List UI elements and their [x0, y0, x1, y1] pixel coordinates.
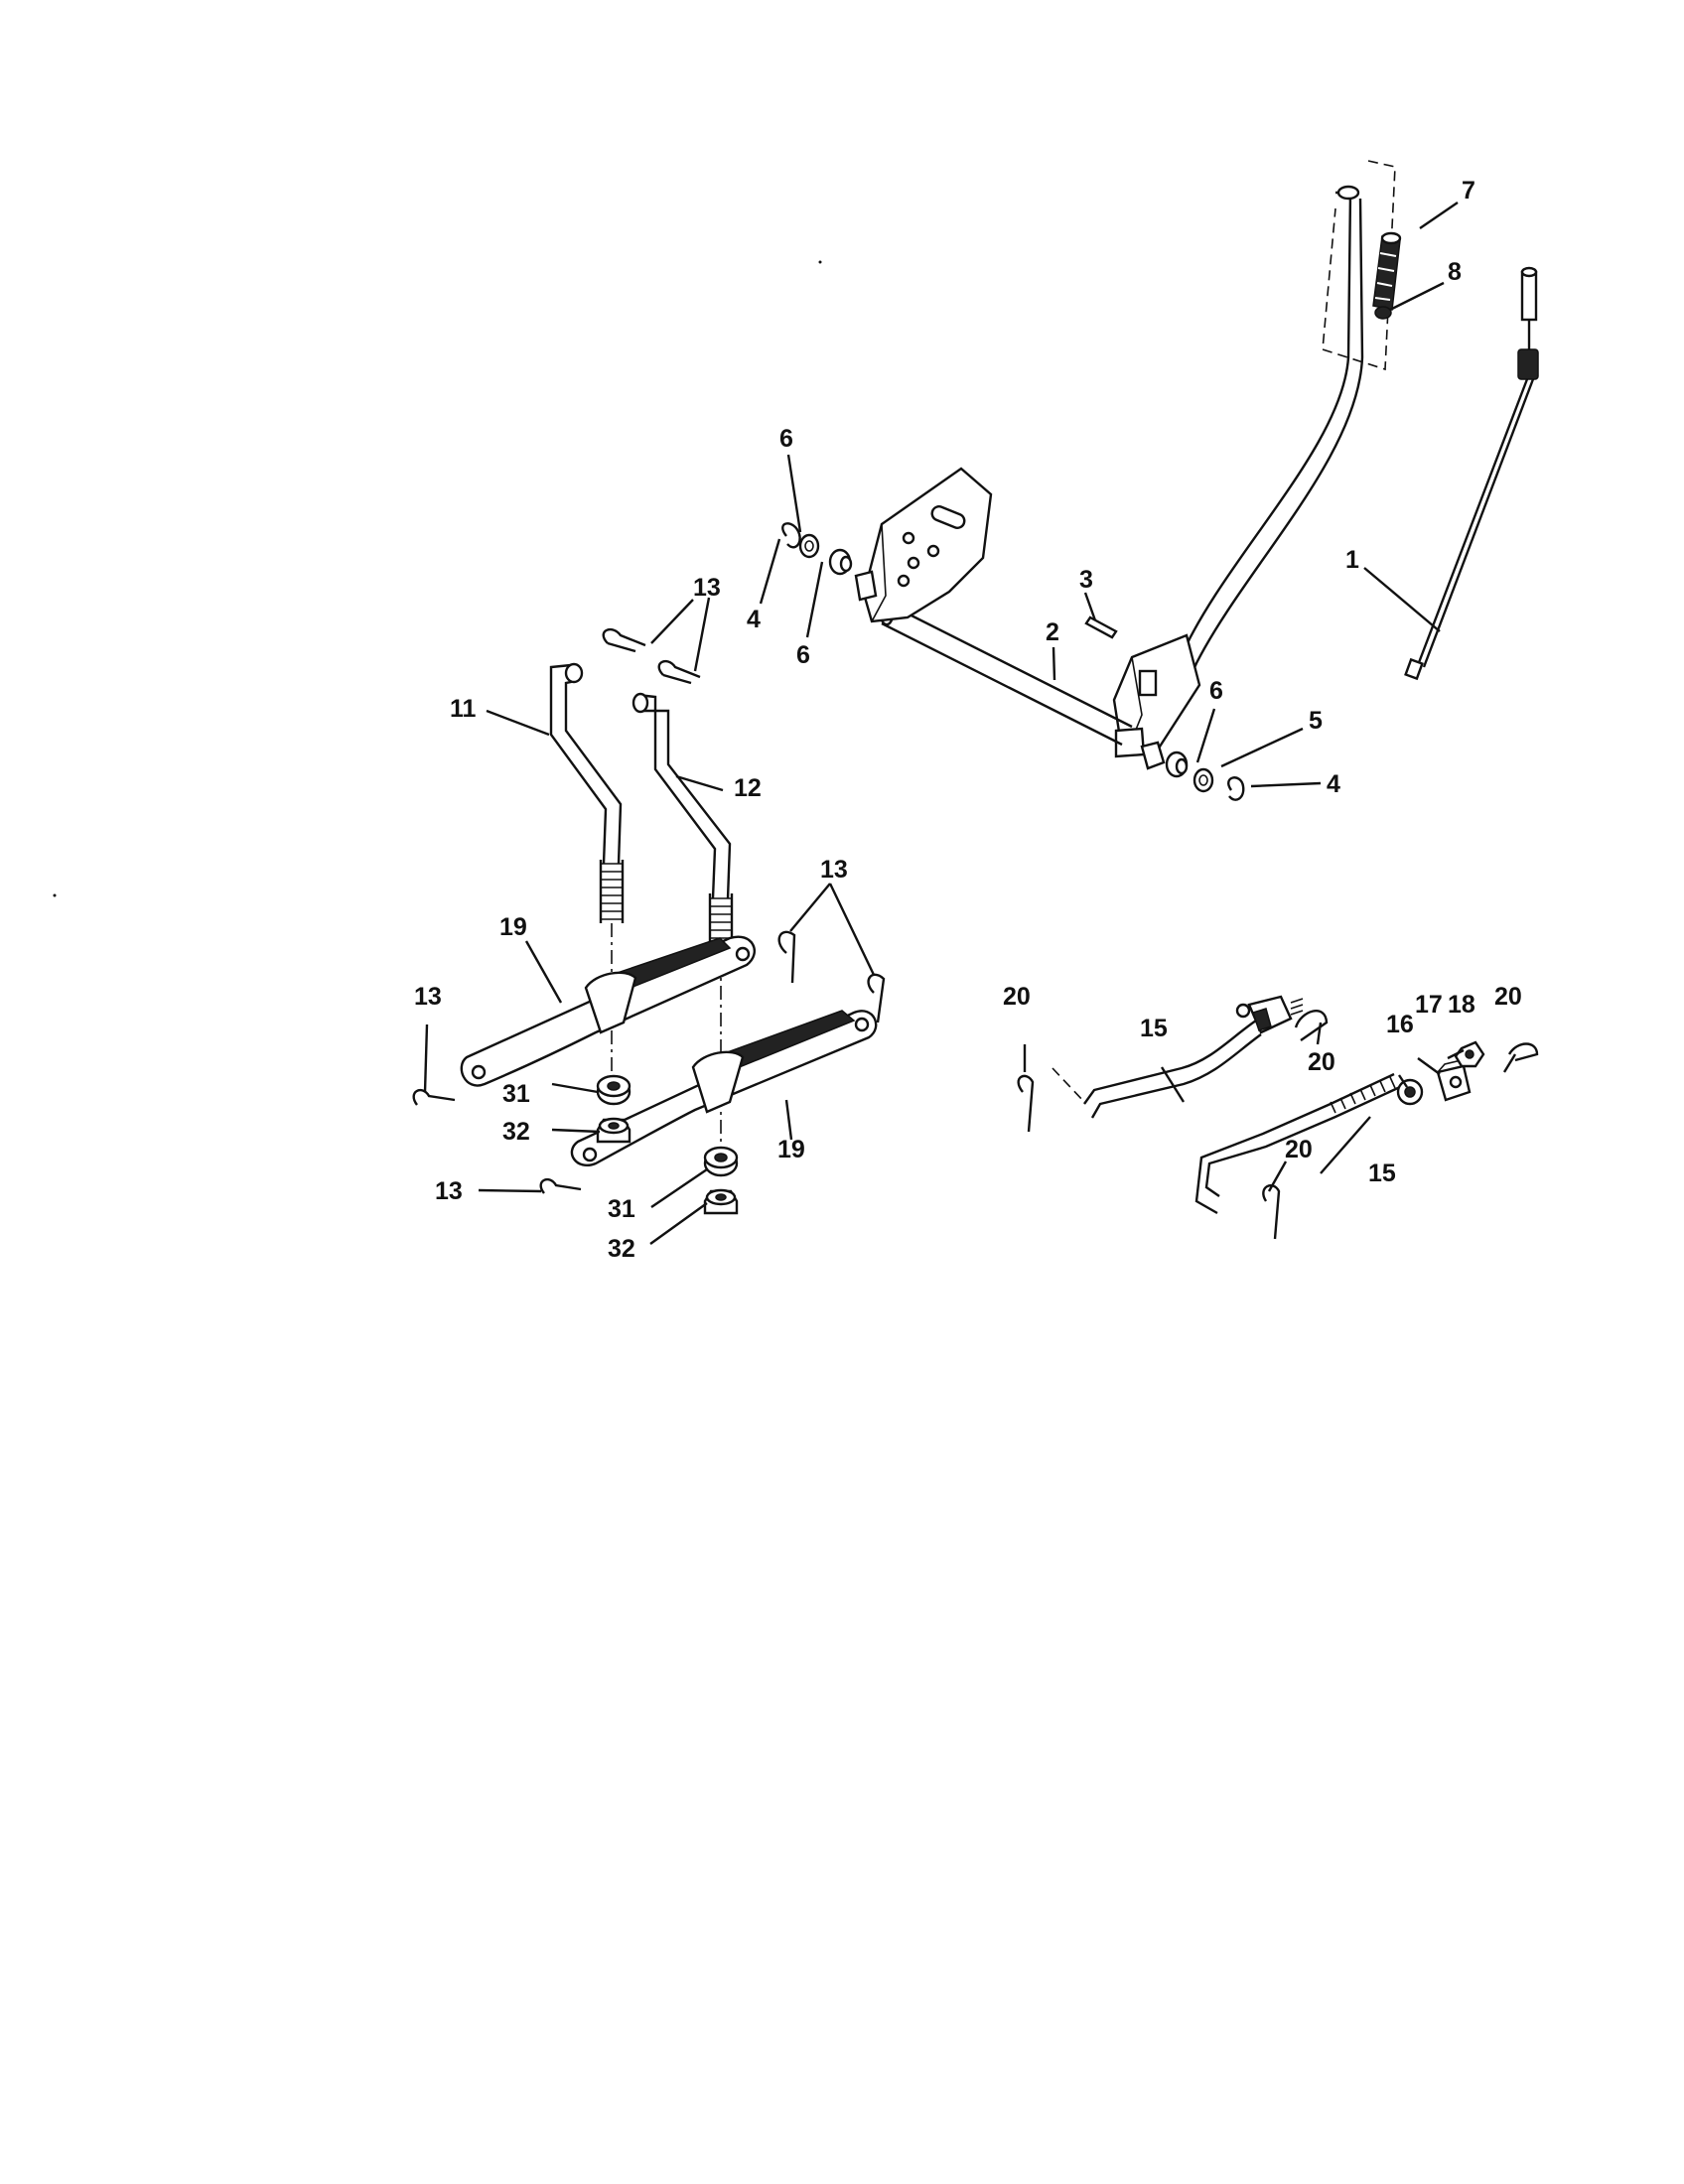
callout-19-upper: 19 — [499, 913, 527, 941]
callout-32-lower: 32 — [608, 1235, 635, 1263]
callout-6-left: 6 — [796, 641, 810, 669]
lift-link-left — [549, 662, 625, 923]
callout-20-left: 20 — [1003, 983, 1031, 1011]
adjust-rod-lower — [1194, 1072, 1401, 1215]
callout-15-upper: 15 — [1140, 1015, 1168, 1042]
lift-cable — [1404, 266, 1539, 681]
callout-6-right: 6 — [1209, 677, 1223, 705]
handle-grip — [1372, 231, 1402, 311]
lock-nut — [1396, 1078, 1424, 1106]
hairpin-clip-arm-b — [867, 973, 886, 1024]
callout-13-bottom: 13 — [435, 1177, 463, 1205]
callout-20-right: 20 — [1494, 983, 1522, 1011]
speck — [818, 260, 822, 264]
lift-arm-upper — [460, 935, 756, 1087]
trunnion-nut — [1454, 1040, 1485, 1068]
callout-7: 7 — [1462, 177, 1475, 205]
adjust-rod-upper — [1083, 995, 1304, 1119]
pin — [1084, 615, 1118, 639]
hairpin-clip-20-d — [1262, 1184, 1281, 1240]
washer-lower — [703, 1146, 739, 1177]
callout-labels: 7 8 1 3 2 6 4 6 6 5 4 13 11 12 13 19 13 … — [414, 177, 1522, 1263]
mounting-plate — [862, 467, 993, 623]
washer-upper — [596, 1074, 632, 1106]
callout-4-left: 4 — [747, 606, 761, 633]
grip-cap — [1374, 306, 1392, 320]
hairpin-clip-arm-d — [539, 1177, 582, 1194]
nut-lower — [703, 1188, 739, 1215]
grip-outline — [1322, 160, 1396, 371]
callout-20-lower: 20 — [1285, 1136, 1313, 1163]
callout-18: 18 — [1448, 991, 1475, 1019]
nut-upper — [596, 1117, 632, 1144]
rod-guide-line — [1052, 1067, 1085, 1103]
trunnion-block — [1436, 1056, 1472, 1102]
clip-right — [1227, 776, 1245, 801]
callout-13-arm: 13 — [820, 856, 848, 884]
hairpin-clip-top-b — [657, 659, 701, 685]
bushing-right — [1140, 741, 1189, 778]
hairpin-clip-arm-a — [777, 930, 796, 984]
bushing-left — [828, 548, 878, 602]
callout-13-top: 13 — [693, 574, 721, 602]
hairpin-clip-20-b — [1294, 1010, 1329, 1041]
callout-12: 12 — [734, 774, 762, 802]
callout-5-right: 5 — [1309, 707, 1323, 735]
callout-31-upper: 31 — [502, 1080, 530, 1108]
lift-lever-handle — [1141, 185, 1364, 731]
leader-lines — [423, 202, 1517, 1245]
callout-15-lower: 15 — [1368, 1160, 1396, 1187]
callout-11: 11 — [450, 695, 477, 723]
lift-link-right — [632, 692, 734, 959]
washer-left — [798, 533, 820, 559]
callout-2: 2 — [1046, 618, 1059, 646]
hairpin-clip-arm-c — [412, 1088, 456, 1106]
hairpin-clip-20-a — [1017, 1074, 1035, 1133]
speck — [53, 893, 57, 897]
hairpin-clip-20-c — [1507, 1042, 1539, 1062]
clip-left — [781, 522, 801, 549]
callout-20-mid: 20 — [1308, 1048, 1335, 1076]
washer-right — [1193, 767, 1214, 793]
callout-32-upper: 32 — [502, 1118, 530, 1146]
callout-3: 3 — [1079, 566, 1093, 594]
callout-16: 16 — [1386, 1011, 1414, 1038]
lever-bracket — [1112, 633, 1201, 758]
lift-arm-lower — [570, 1010, 878, 1166]
hairpin-clip-top-a — [602, 627, 646, 653]
callout-1: 1 — [1345, 546, 1359, 574]
callout-17: 17 — [1415, 991, 1443, 1019]
callout-13-left: 13 — [414, 983, 442, 1011]
callout-8: 8 — [1448, 258, 1462, 286]
callout-5-left: 6 — [779, 425, 793, 453]
callout-4-right: 4 — [1327, 770, 1340, 798]
callout-31-lower: 31 — [608, 1195, 635, 1223]
callout-19-lower: 19 — [777, 1136, 805, 1163]
